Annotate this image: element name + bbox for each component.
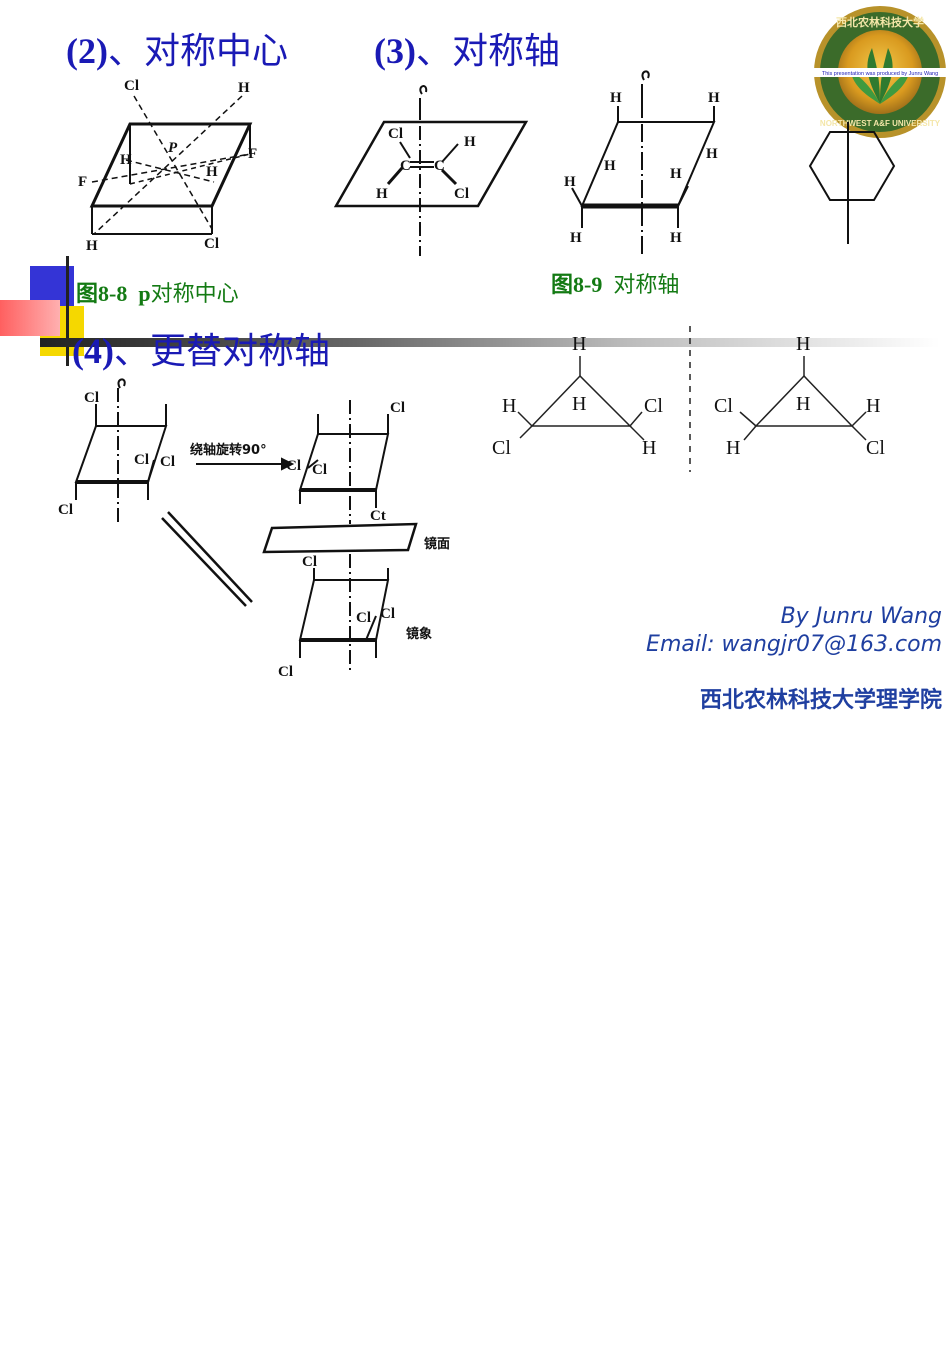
credit-author: By Junru Wang [780,604,942,629]
heading-title: 对称中心 [144,31,289,71]
alt-mirror-label: 镜面 [424,536,450,552]
eth-c2: C [434,158,445,174]
cyclopropane-diagram: H H H Cl Cl H H Cl H H H Cl [492,326,885,472]
fig88-p: P [168,140,178,156]
tri-right-br: Cl [866,437,885,459]
prism-h3: H [604,158,616,174]
heading-sep: 、 [107,31,144,71]
tri-left-l2: H [572,393,586,415]
prism-h8: H [670,230,682,246]
fig88-cl-bottom: Cl [204,236,219,252]
prism-h7: H [570,230,582,246]
figure-8-8-diagram: Cl H H P F F H H Cl [78,78,257,254]
logo-ring-bottom: NORTHWEST A&F UNIVERSITY [820,119,941,128]
caption-text: 对称轴 [602,272,680,297]
deco-vertical-line [66,256,69,366]
heading-alternating-axis: (4)、更替对称轴 [72,322,330,374]
alt-cl-r4: Ct [370,508,386,524]
alt-rotate-label: 绕轴旋转90° [190,442,267,458]
tri-right-m: H [796,393,810,415]
alt-cl-tl: Cl [84,390,99,406]
fig88-f-right: F [248,146,257,162]
heading-title: 对称轴 [452,31,561,71]
alt-cl-i4: Cl [278,664,293,680]
tri-left-br: H [642,437,656,459]
caption-fig-8-8: 图8-8 p对称中心 [76,276,239,308]
alt-cl-bl: Cl [58,502,73,518]
prism-h4: H [706,146,718,162]
alt-cl-r3: Cl [312,462,327,478]
eth-h-right: H [464,134,476,150]
caption-text: 对称中心 [150,281,239,306]
alt-cl-r2: Cl [286,458,301,474]
logo-ring-middle: This presentation was produced by Junru … [822,71,938,77]
tri-right-r1: H [866,395,880,417]
heading-num: (2) [66,31,108,71]
eth-c1: C [400,158,411,174]
tri-left-top: H [572,333,586,355]
caption-fig-8-9: 图8-9 对称轴 [551,267,679,299]
plane-top [89,122,253,208]
prism-h6: H [670,166,682,182]
fig88-h-left: H [120,152,132,168]
alt-cl-i3: Cl [380,606,395,622]
prism-axis-diagram: H H H H H H H H [564,70,720,258]
tri-right-l1: Cl [714,395,733,417]
fig88-h-right: H [206,164,218,180]
eth-cl: Cl [388,126,403,142]
tri-right-bl: H [726,437,740,459]
alt-cl-mid: Cl [134,452,149,468]
caption-label: 图8-9 [551,272,603,297]
alternating-axis-diagram: Cl Cl Cl Cl 绕轴旋转90° Cl Cl Cl Ct 镜面 Cl Cl… [58,378,450,680]
university-logo: 西北农林科技大学 This presentation was produced … [812,6,948,138]
ethylene-axis-diagram: Cl H C C H Cl [333,85,529,256]
heading-sep: 、 [113,331,150,371]
tri-right-top: H [796,333,810,355]
heading-title: 更替对称轴 [150,331,331,371]
caption-label: 图8-8 p [76,281,151,306]
alt-cl-i1: Cl [302,554,317,570]
deco-gradient-bar [40,338,940,347]
heading-sep: 、 [415,31,452,71]
tri-left-l1: H [502,395,516,417]
alt-cl-i2: Cl [356,610,371,626]
credit-email: Email: wangjr07@163.com [646,632,942,657]
tri-left-r1: Cl [644,395,663,417]
eth-h-left: H [376,186,388,202]
fig88-cl-top: Cl [124,78,139,94]
heading-num: (3) [374,31,416,71]
alt-image-label: 镜象 [406,626,432,642]
prism-h5: H [564,174,576,190]
credit-school: 西北农林科技大学理学院 [699,688,942,713]
eth-cl-right: Cl [454,186,469,202]
hexagon-axis-diagram [808,122,896,244]
alt-cl-mid2: Cl [160,454,175,470]
tri-left-bl: Cl [492,437,511,459]
prism-h1: H [610,90,622,106]
alt-cl-r1: Cl [390,400,405,416]
fig88-h-bottom: H [86,238,98,254]
logo-ring-top: 西北农林科技大学 [836,15,924,29]
heading-num: (4) [72,331,114,371]
prism-h2: H [708,90,720,106]
heading-symmetry-center: (2)、对称中心 [66,22,288,74]
fig88-h-top: H [238,80,250,96]
fig88-f-left: F [78,174,87,190]
heading-symmetry-axis: (3)、对称轴 [374,22,560,74]
deco-red-square [0,300,60,336]
